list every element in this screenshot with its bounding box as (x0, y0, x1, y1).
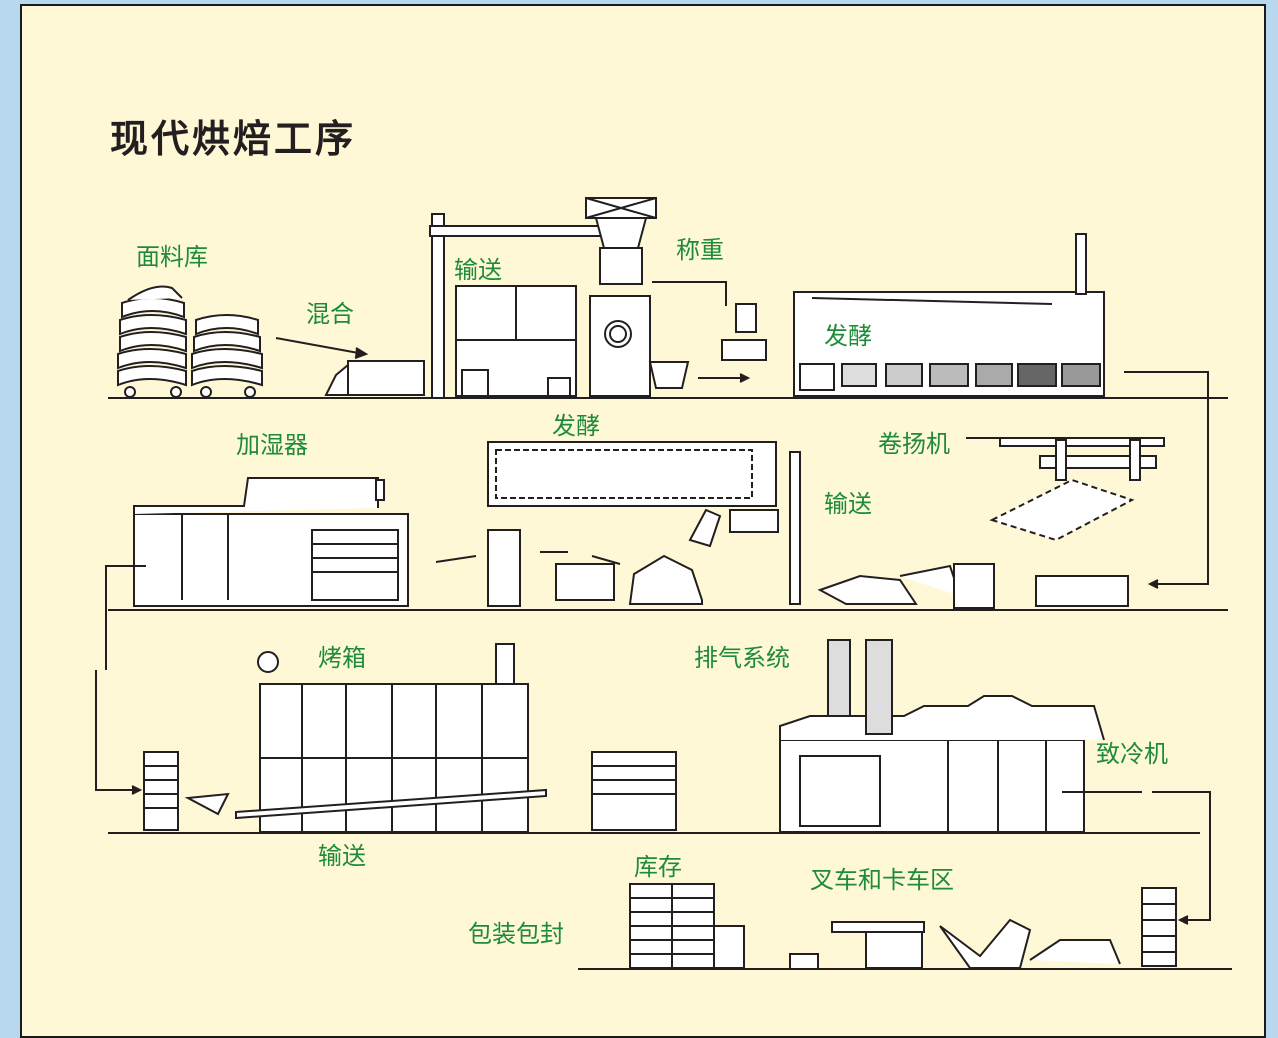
cooler-machine (779, 639, 1105, 833)
winch-system (817, 437, 1165, 609)
row1-to-row2-arrow (1124, 371, 1209, 585)
label-conveying-1: 输送 (454, 256, 502, 284)
flour-bag-stack (117, 285, 263, 398)
mixer-machine (324, 360, 425, 396)
bread-rack (143, 751, 179, 831)
loading-equipment (789, 887, 1177, 969)
label-fermentation-2: 发酵 (552, 412, 600, 440)
tunnel-oven (184, 643, 547, 833)
row3-to-row4-arrow (1062, 791, 1211, 921)
fermentation-chamber-1 (793, 233, 1105, 397)
proof-cabinet (487, 441, 779, 607)
label-fermentation-1: 发酵 (824, 322, 872, 350)
label-packaging: 包装包封 (468, 920, 564, 948)
label-conveying-2: 输送 (824, 490, 872, 518)
label-forklift-truck-area: 叉车和卡车区 (810, 866, 954, 894)
storage-crates (629, 883, 745, 969)
mix-arrow (275, 337, 365, 355)
label-winch: 卷扬机 (878, 430, 950, 458)
cooled-bread-rack (591, 751, 677, 831)
label-conveying-3: 输送 (318, 842, 366, 870)
weighing-hopper (585, 197, 767, 397)
label-storage: 库存 (634, 853, 682, 881)
dough-divider (628, 451, 801, 605)
label-mixing: 混合 (306, 300, 354, 328)
conveying-gantry (429, 213, 611, 399)
humidifier-machine (133, 477, 409, 607)
label-cooler: 致冷机 (1096, 740, 1168, 768)
label-exhaust-system: 排气系统 (694, 644, 790, 672)
row2-to-row3-arrow (95, 670, 136, 791)
label-weighing: 称重 (676, 236, 724, 264)
diagram-title: 现代烘焙工序 (110, 117, 357, 161)
label-humidifier: 加湿器 (236, 431, 308, 459)
label-flour-storage: 面料库 (136, 243, 208, 271)
label-oven: 烤箱 (318, 644, 366, 672)
